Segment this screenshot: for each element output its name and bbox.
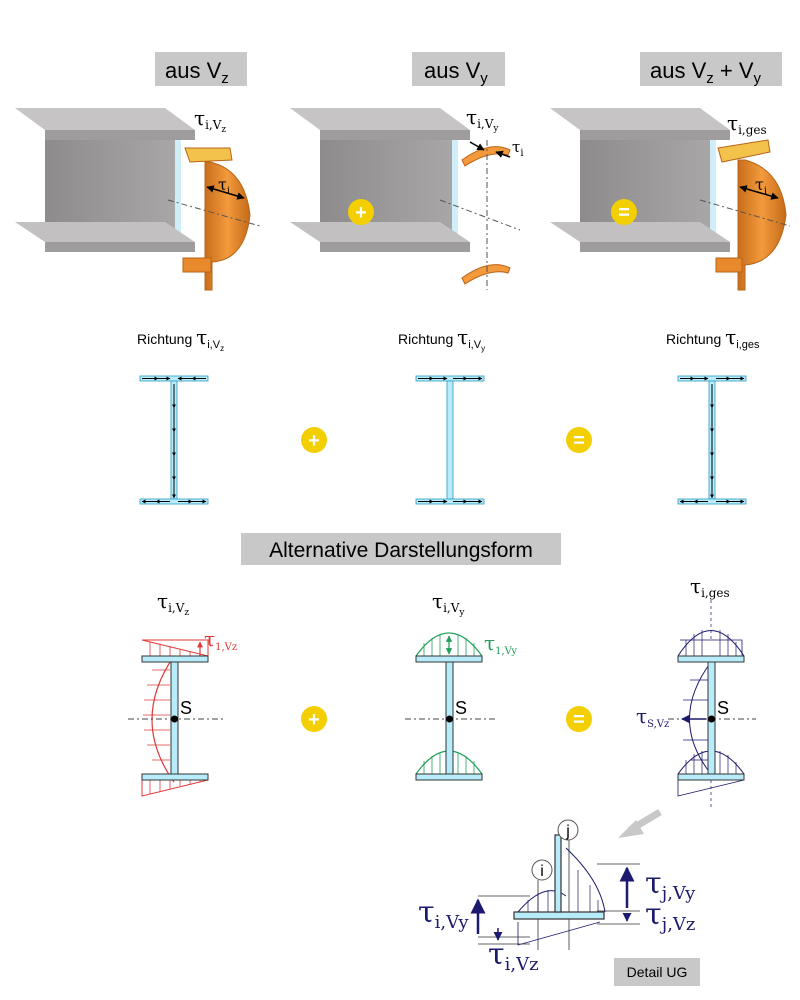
svg-text:=: = [618,202,630,224]
detail-label-tau-j-vz: τj,Vz [645,897,695,935]
svg-text:aus Vz: aus Vz [165,58,229,87]
label-tau-i-vz-top: τi,Vz [194,106,226,135]
alt-label-tau-i-vy: τi,Vy [432,589,465,618]
label-tau-i-beam2: τi [512,138,524,159]
svg-text:Alternative Darstellungsform: Alternative Darstellungsform [269,539,533,562]
label-tau-i-vy-top: τi,Vy [466,105,499,134]
alt-label-tau-s-vz: τS,Vz [636,704,669,730]
plus-sign-alt: + [301,706,327,732]
stress-distribution-vy [439,140,521,290]
detail-label-tau-j-vy: τj,Vy [645,866,696,904]
direction-section-vy [415,375,485,505]
beam-3d-ges [550,108,730,252]
detail-point-i: i [540,863,544,880]
plus-sign-direction: + [301,427,327,453]
svg-text:Detail UG: Detail UG [627,964,688,980]
svg-text:+: + [308,709,320,731]
alt-section-vz [128,639,226,797]
alt-label-tau-1-vz: τ1,Vz [204,627,237,653]
header-vz: aus Vz [155,52,247,87]
alt-label-s-3: S [717,698,729,718]
detail-point-j: j [565,823,570,840]
equals-sign-direction: = [566,427,592,453]
stress-distribution-ges [699,139,791,291]
direction-section-vz [139,375,209,505]
stress-distribution-vz [167,147,261,291]
alt-label-s-2: S [455,698,467,718]
header-vz-plus-vy: aus Vz + Vy [640,52,782,87]
svg-text:+: + [355,202,367,224]
svg-text:=: = [573,430,585,452]
direction-label-vy: Richtung τi,Vy [398,325,485,353]
detail-section [470,819,640,950]
label-tau-i-beam1: τi [218,175,230,197]
equals-sign-top: = [611,199,637,225]
beam-3d-vz [15,108,195,252]
alternative-title: Alternative Darstellungsform [241,533,561,565]
detail-caption: Detail UG [614,958,700,986]
beam-3d-vy [290,108,470,252]
label-tau-i-beam3: τi [755,175,767,197]
alt-label-tau-1-vy: τ1,Vy [484,631,517,657]
detail-label-tau-i-vz: τi,Vz [488,937,539,975]
svg-text:+: + [308,430,320,452]
alt-label-tau-i-ges: τi,ges [690,574,730,600]
direction-label-ges: Richtung τi,ges [666,325,760,351]
equals-sign-alt: = [566,706,592,732]
label-tau-i-ges-top: τi,ges [727,111,767,137]
alt-label-tau-i-vz: τi,Vz [157,589,189,618]
svg-text:aus Vy: aus Vy [424,58,488,87]
detail-pointer-arrow [618,808,662,838]
alt-section-vy [405,632,495,781]
detail-label-tau-i-vy: τi,Vy [418,895,469,933]
header-vy: aus Vy [412,52,505,87]
alt-section-ges [668,600,756,810]
alt-label-s-1: S [180,698,192,718]
svg-text:=: = [573,709,585,731]
svg-text:aus Vz + Vy: aus Vz + Vy [650,58,762,87]
plus-sign-top: + [348,199,374,225]
direction-label-vz: Richtung τi,Vz [137,325,224,353]
direction-section-ges [677,375,747,505]
